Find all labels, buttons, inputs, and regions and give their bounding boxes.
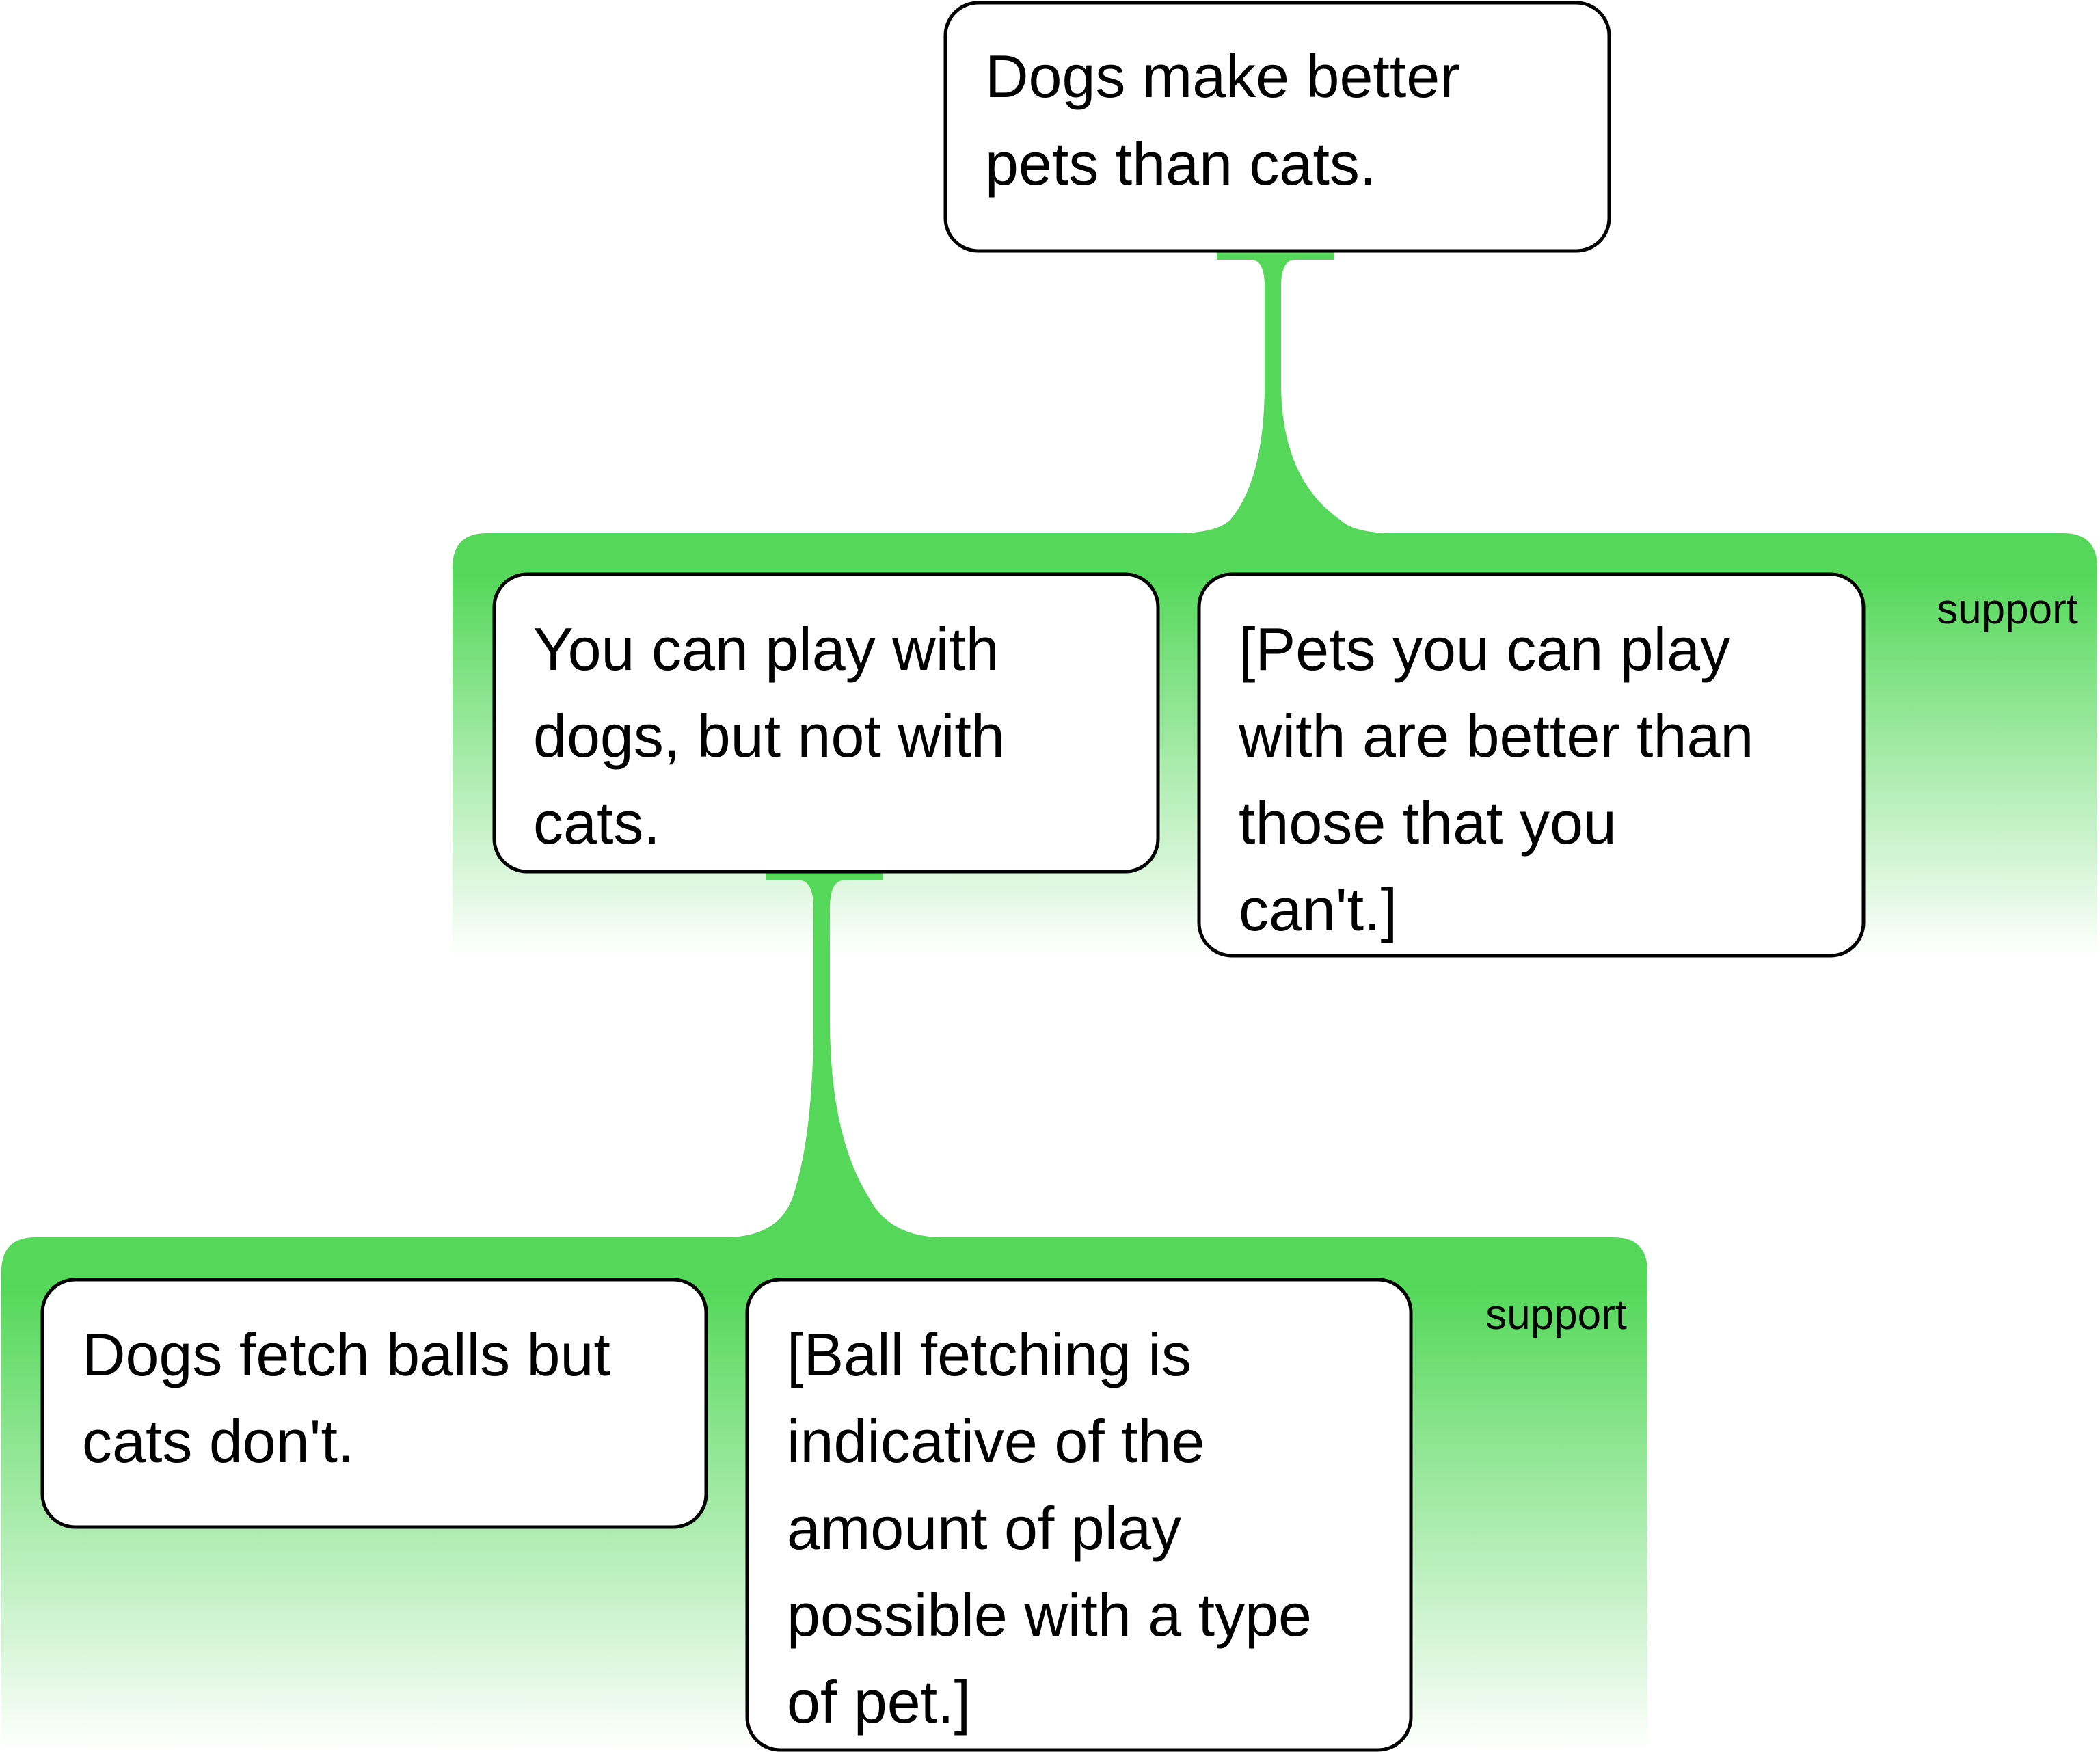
support-label-upper: support (1937, 586, 2078, 633)
node-premise-play[interactable]: [Pets you can play with are better than … (1197, 572, 1866, 958)
node-premise-play-text: [Pets you can play with are better than … (1238, 615, 1771, 943)
node-reason-play-line-2: dogs, but not with (533, 702, 1005, 770)
node-premise-fetch-text: [Ball fetching is indicative of the amou… (787, 1321, 1328, 1736)
node-claim-line-2: pets than cats. (985, 130, 1376, 198)
node-reason-play[interactable]: You can play with dogs, but not with cat… (492, 572, 1160, 874)
node-claim-box (943, 1, 1611, 253)
node-claim[interactable]: Dogs make better pets than cats. (943, 1, 1611, 253)
node-claim-text: Dogs make better pets than cats. (985, 42, 1477, 198)
node-reason-play-text: You can play with dogs, but not with cat… (533, 615, 1021, 857)
node-premise-fetch-line-3: amount of play (787, 1494, 1181, 1562)
node-reason-play-line-1: You can play with (533, 615, 999, 683)
node-claim-line-1: Dogs make better (985, 42, 1460, 110)
node-reason-fetch-box (40, 1278, 708, 1529)
node-premise-fetch[interactable]: [Ball fetching is indicative of the amou… (745, 1278, 1413, 1752)
node-premise-fetch-line-2: indicative of the (787, 1407, 1205, 1475)
node-reason-play-line-3: cats. (533, 789, 660, 857)
support-label-lower: support (1485, 1291, 1627, 1338)
node-premise-play-line-4: can't.] (1239, 876, 1397, 943)
node-reason-fetch[interactable]: Dogs fetch balls but cats don't. (40, 1278, 708, 1529)
node-reason-play-box (492, 572, 1160, 874)
node-premise-play-box (1197, 572, 1866, 958)
node-premise-fetch-line-4: possible with a type (787, 1581, 1312, 1649)
node-premise-fetch-line-1: [Ball fetching is (787, 1321, 1192, 1388)
node-reason-fetch-line-1: Dogs fetch balls but (82, 1321, 610, 1388)
support-connector-upper (1176, 250, 1395, 533)
support-connector-lower (725, 871, 943, 1237)
node-premise-fetch-box (745, 1278, 1413, 1752)
node-reason-fetch-text: Dogs fetch balls but cats don't. (82, 1321, 627, 1475)
node-reason-fetch-line-2: cats don't. (82, 1407, 354, 1475)
node-premise-play-line-1: [Pets you can play (1239, 615, 1730, 683)
node-premise-play-line-2: with are better than (1238, 702, 1753, 770)
node-premise-fetch-line-5: of pet.] (787, 1668, 971, 1736)
node-premise-play-line-3: those that you (1239, 789, 1617, 857)
